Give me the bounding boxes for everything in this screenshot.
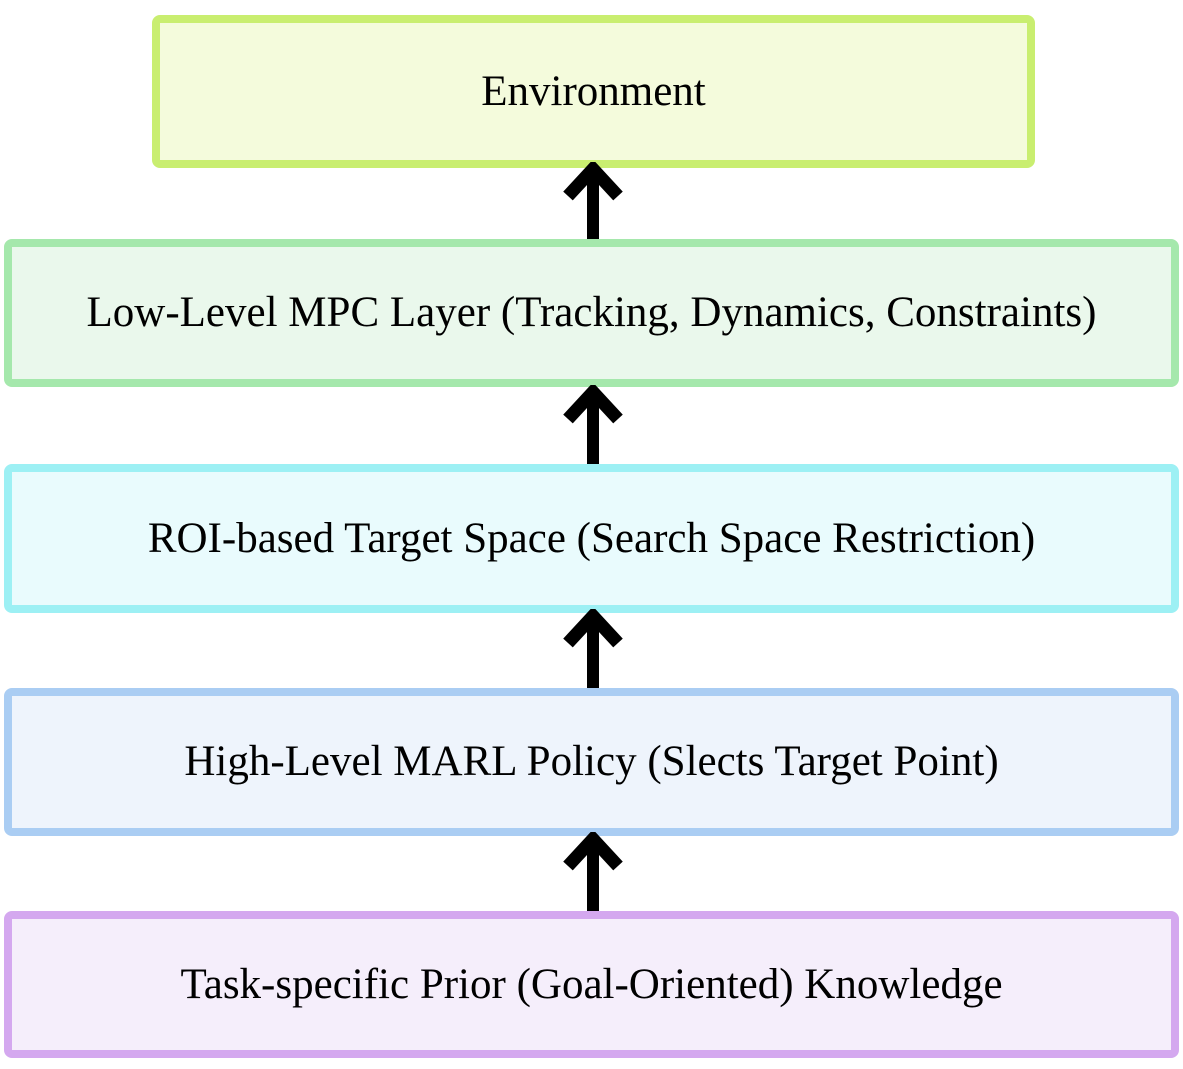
up-arrow-marl-to-roi <box>563 609 623 693</box>
box-high-level-marl-label: High-Level MARL Policy (Slects Target Po… <box>184 738 999 786</box>
box-environment: Environment <box>152 15 1035 168</box>
up-arrow-prior-to-marl <box>563 832 623 916</box>
box-roi-target-space-label: ROI-based Target Space (Search Space Res… <box>147 514 1036 562</box>
box-roi-target-space: ROI-based Target Space (Search Space Res… <box>4 464 1179 613</box>
box-high-level-marl: High-Level MARL Policy (Slects Target Po… <box>4 688 1179 836</box>
box-environment-label: Environment <box>481 67 706 115</box>
box-low-level-mpc-label: Low-Level MPC Layer (Tracking, Dynamics,… <box>86 289 1097 337</box>
up-arrow-mpc-to-environment <box>563 162 623 244</box>
box-task-prior: Task-specific Prior (Goal-Oriented) Know… <box>4 911 1179 1058</box>
box-task-prior-label: Task-specific Prior (Goal-Oriented) Know… <box>180 960 1003 1008</box>
up-arrow-roi-to-mpc <box>563 385 623 469</box>
box-low-level-mpc: Low-Level MPC Layer (Tracking, Dynamics,… <box>4 239 1179 387</box>
